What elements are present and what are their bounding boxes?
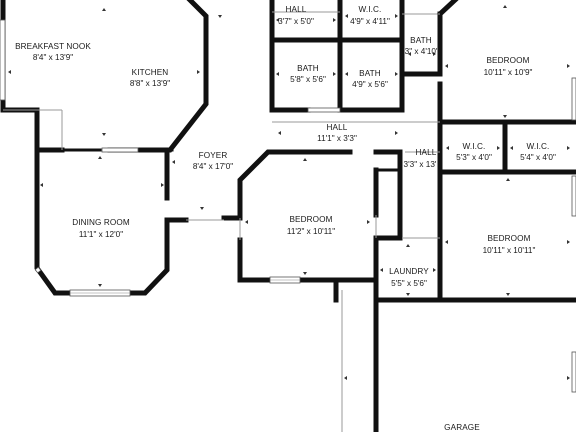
room-dining-room-name: DINING ROOM [72,218,130,227]
room-hall-top-name: HALL [286,5,307,14]
room-hall-right-dims: 3'3" x 13' [404,160,437,169]
windows [0,19,576,393]
room-bath-small-dims: '3" x 4'10" [403,47,439,56]
room-wic-right-1-dims: 5'3" x 4'0" [456,153,492,162]
room-bath-mid-name: BATH [359,69,381,78]
room-bath-left-name: BATH [297,64,319,73]
room-laundry-name: LAUNDRY [389,267,429,276]
room-wic-right-2-name: W.I.C. [527,142,550,151]
room-hall-right-name: HALL [416,148,437,157]
room-dining-room-dims: 11'1" x 12'0" [79,230,123,239]
room-bath-left-dims: 5'8" x 5'6" [290,75,326,84]
room-bedroom-center-name: BEDROOM [289,215,332,224]
room-hall-main-dims: 11'1" x 3'3" [317,134,357,143]
thin-lines [3,11,440,432]
room-laundry-dims: 5'5" x 5'6" [391,279,427,288]
room-bedroom-right-name: BEDROOM [487,234,530,243]
room-kitchen-name: KITCHEN [132,68,169,77]
room-hall-top-dims: 3'7" x 5'0" [278,17,314,26]
room-wic-top-dims: 4'9" x 4'11" [350,17,390,26]
room-wic-top-name: W.I.C. [359,5,382,14]
room-breakfast-nook-dims: 8'4" x 13'9" [33,53,73,62]
room-wic-right-1-name: W.I.C. [463,142,486,151]
room-kitchen-dims: 8'8" x 13'9" [130,79,170,88]
room-wic-right-2-dims: 5'4" x 4'0" [520,153,556,162]
room-bedroom-top-right-name: BEDROOM [486,56,529,65]
room-bath-mid-dims: 4'9" x 5'6" [352,80,388,89]
room-labels: BREAKFAST NOOK 8'4" x 13'9" KITCHEN 8'8"… [15,5,556,432]
room-garage-name: GARAGE [444,423,480,432]
room-breakfast-nook-name: BREAKFAST NOOK [15,42,91,51]
room-bath-small-name: BATH [410,36,432,45]
room-bedroom-top-right-dims: 10'11" x 10'9" [484,68,533,77]
room-foyer-name: FOYER [199,151,228,160]
room-hall-main-name: HALL [327,123,348,132]
measure-ticks [8,5,570,380]
room-bedroom-right-dims: 10'11" x 10'11" [483,246,536,255]
room-foyer-dims: 8'4" x 17'0" [193,162,233,171]
room-bedroom-center-dims: 11'2" x 10'11" [287,227,335,236]
